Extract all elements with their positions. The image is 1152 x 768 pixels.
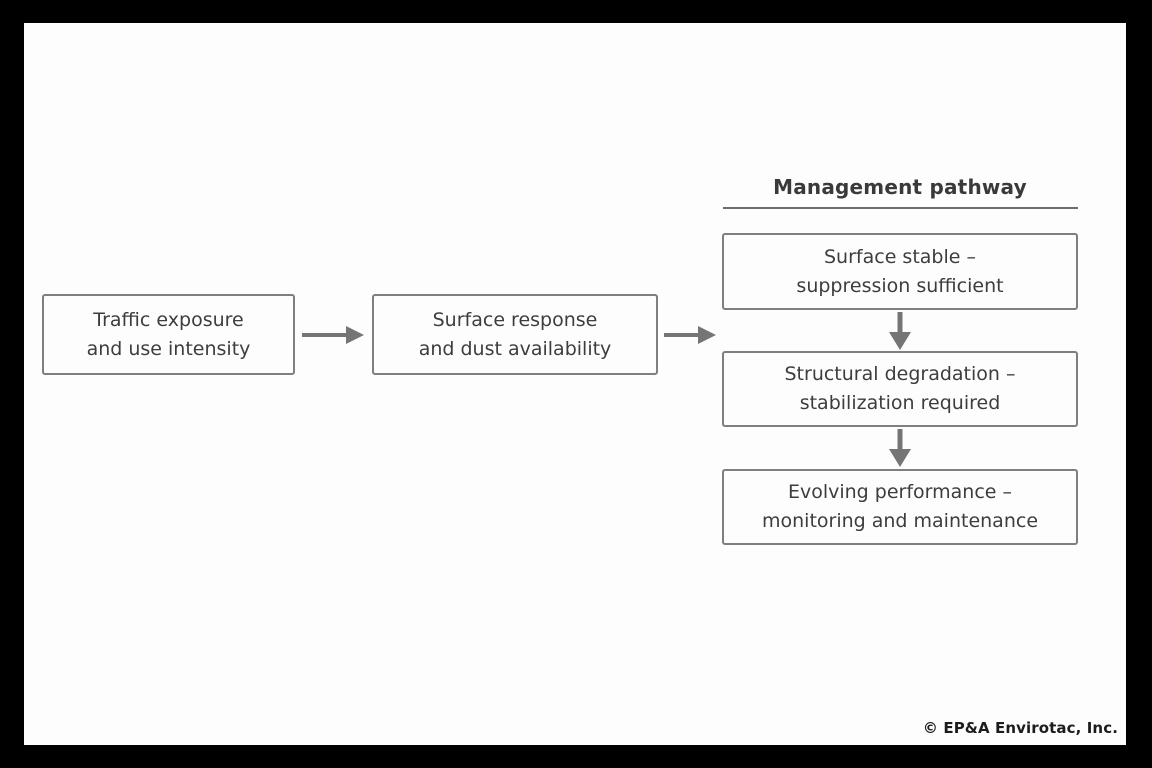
pathway-box-structural-degradation: Structural degradation – stabilization r… (722, 351, 1078, 427)
right-arrow-icon (302, 323, 364, 351)
pathway-column-title: Management pathway (773, 175, 1027, 199)
pathway-box-evolving-performance: Evolving performance – monitoring and ma… (722, 469, 1078, 545)
down-arrow-icon (887, 429, 913, 471)
diagram-canvas: Management pathway Traffic exposure and … (24, 23, 1126, 745)
flow-box-traffic-exposure: Traffic exposure and use intensity (42, 294, 295, 375)
copyright-notice: © EP&A Envirotac, Inc. (922, 719, 1118, 737)
down-arrow-icon (887, 312, 913, 354)
flow-box-surface-response: Surface response and dust availability (372, 294, 658, 375)
right-arrow-icon (664, 323, 716, 351)
pathway-box-surface-stable: Surface stable – suppression sufficient (722, 233, 1078, 310)
pathway-title-underline (723, 207, 1078, 209)
